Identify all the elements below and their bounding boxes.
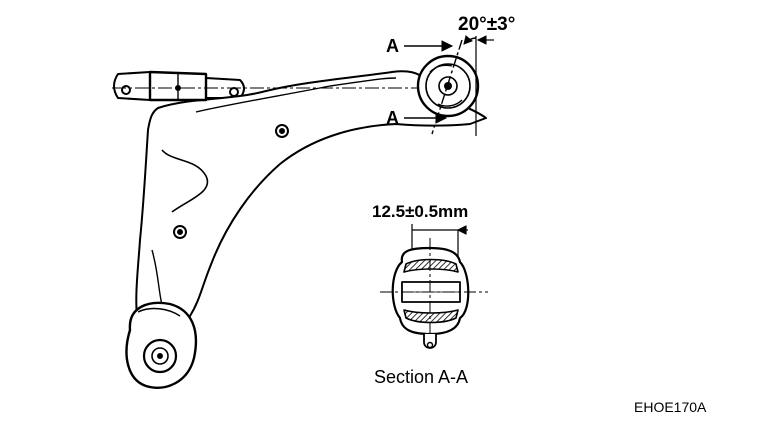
- arm-edge-line: [195, 77, 397, 113]
- arm-body: [135, 70, 487, 337]
- section-title: Section A-A: [374, 367, 469, 387]
- rear-bushing: [416, 54, 480, 118]
- front-pivot-hole-right: [229, 87, 239, 97]
- angle-dimension: [463, 35, 494, 136]
- front-pivot-shaft: [113, 71, 151, 101]
- arm-inner-rib: [161, 149, 209, 213]
- front-pivot-hole-left: [121, 85, 131, 95]
- figure-code: EHOE170A: [634, 399, 707, 415]
- dimension-label: 12.5±0.5mm: [372, 202, 469, 221]
- section-marker-bottom: A: [386, 108, 399, 128]
- bushing-outer-sleeve-bottom: [403, 309, 459, 324]
- bushing-outer-sleeve-top: [403, 258, 459, 273]
- width-dimension: [411, 224, 468, 256]
- section-cut-line: [404, 39, 463, 135]
- section-marker-top: A: [386, 36, 399, 56]
- mounting-hole-upper: [275, 124, 289, 138]
- mounting-hole-lower: [173, 225, 187, 239]
- angle-label: 20°±3°: [458, 14, 516, 35]
- lower-control-arm: [112, 54, 487, 389]
- section-a-a-view: [380, 224, 488, 349]
